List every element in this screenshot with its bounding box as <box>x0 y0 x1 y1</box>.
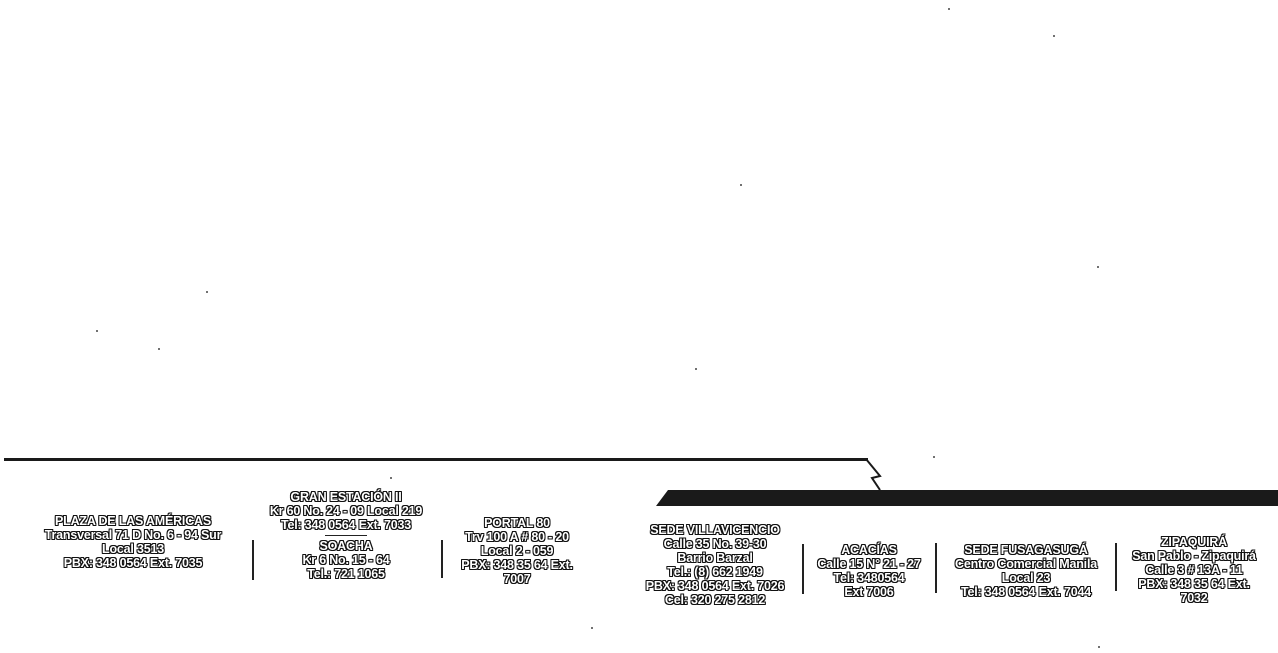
location-phone: Tel: 3480564 <box>833 571 905 585</box>
location-detail: Local 23 <box>1001 571 1051 585</box>
left-rule <box>4 458 868 461</box>
location-cell: Cel: 320 275 2812 <box>664 593 766 607</box>
location-detail: Local 2 - 059 <box>480 544 554 558</box>
location-title: ACACÍAS <box>841 543 897 557</box>
location-address: San Pablo - Zipaquirá <box>1132 549 1256 563</box>
scan-speck <box>1097 266 1099 268</box>
location-phone: PBX: 348 35 64 Ext. <box>461 558 573 572</box>
column-divider <box>802 544 804 594</box>
scan-speck <box>96 330 98 332</box>
column-divider <box>935 543 937 593</box>
location-address: Calle 35 No. 39-30 <box>663 537 767 551</box>
right-bar <box>656 490 1278 506</box>
location-fusagasuga: SEDE FUSAGASUGÁ Centro Comercial Manila … <box>938 543 1114 599</box>
scan-speck <box>695 368 697 370</box>
location-villavicencio: SEDE VILLAVICENCIO Calle 35 No. 39-30 Ba… <box>630 523 800 607</box>
location-title: PLAZA DE LAS AMÉRICAS <box>55 514 211 528</box>
scan-speck <box>158 348 160 350</box>
location-address: Calle 15 N° 21 - 27 <box>817 557 921 571</box>
scan-speck <box>390 477 392 479</box>
zigzag-break <box>865 458 882 491</box>
column-divider <box>1115 543 1117 591</box>
location-phone: PBX: 348 0564 Ext. 7035 <box>63 556 203 570</box>
location-phone: PBX: 348 35 64 Ext. <box>1138 577 1250 591</box>
location-detail: Calle 3 # 13A - 11 <box>1145 563 1243 577</box>
scan-speck <box>591 627 593 629</box>
location-detail: Barrio Barzal <box>677 551 753 565</box>
location-pbx: PBX: 348 0564 Ext. 7026 <box>645 579 785 593</box>
location-title: ZIPAQUIRÁ <box>1160 535 1228 549</box>
location-phone-ext: Ext 7006 <box>844 585 894 599</box>
column-divider <box>252 540 254 580</box>
location-detail: Local 3513 <box>102 542 164 556</box>
location-title: SEDE FUSAGASUGÁ <box>964 543 1088 557</box>
location-address: Kr 60 No. 24 - 09 Local 219 <box>269 504 423 518</box>
location-address: Transversal 71 D No. 6 - 94 Sur <box>44 528 222 542</box>
location-title: GRAN ESTACIÓN II <box>290 490 402 504</box>
separator-rules <box>4 458 1278 506</box>
location-address: Kr 6 No. 15 - 64 <box>302 553 390 567</box>
location-title: SEDE VILLAVICENCIO <box>650 523 780 537</box>
location-phone: Tel.: (8) 662 1949 <box>667 565 763 579</box>
location-phone: Tel: 348 0564 Ext. 7033 <box>281 518 411 532</box>
location-address: Trv 100 A # 80 - 20 <box>465 530 569 544</box>
location-plaza-americas: PLAZA DE LAS AMÉRICAS Transversal 71 D N… <box>22 514 244 570</box>
scan-speck <box>206 291 208 293</box>
location-zipaquira: ZIPAQUIRÁ San Pablo - Zipaquirá Calle 3 … <box>1118 535 1270 605</box>
location-phone-ext: 7032 <box>1180 591 1208 605</box>
location-portal-80: PORTAL 80 Trv 100 A # 80 - 20 Local 2 - … <box>446 516 588 586</box>
location-acacias: ACACÍAS Calle 15 N° 21 - 27 Tel: 3480564… <box>804 543 934 599</box>
location-title: PORTAL 80 <box>484 516 550 530</box>
location-phone: Tel: 348 0564 Ext. 7044 <box>961 585 1091 599</box>
scan-speck <box>948 8 950 10</box>
location-phone: Tel.: 721 1065 <box>307 567 385 581</box>
location-phone-ext: 7007 <box>503 572 531 586</box>
scan-speck <box>1098 646 1100 648</box>
scan-speck <box>933 456 935 458</box>
location-address: Centro Comercial Manila <box>955 557 1097 571</box>
location-title: SOACHA <box>319 539 373 553</box>
column-divider <box>441 540 443 578</box>
scan-speck <box>1053 35 1055 37</box>
location-gran-estacion: GRAN ESTACIÓN II Kr 60 No. 24 - 09 Local… <box>255 490 437 581</box>
inner-rule <box>325 535 367 536</box>
scan-speck <box>740 184 742 186</box>
